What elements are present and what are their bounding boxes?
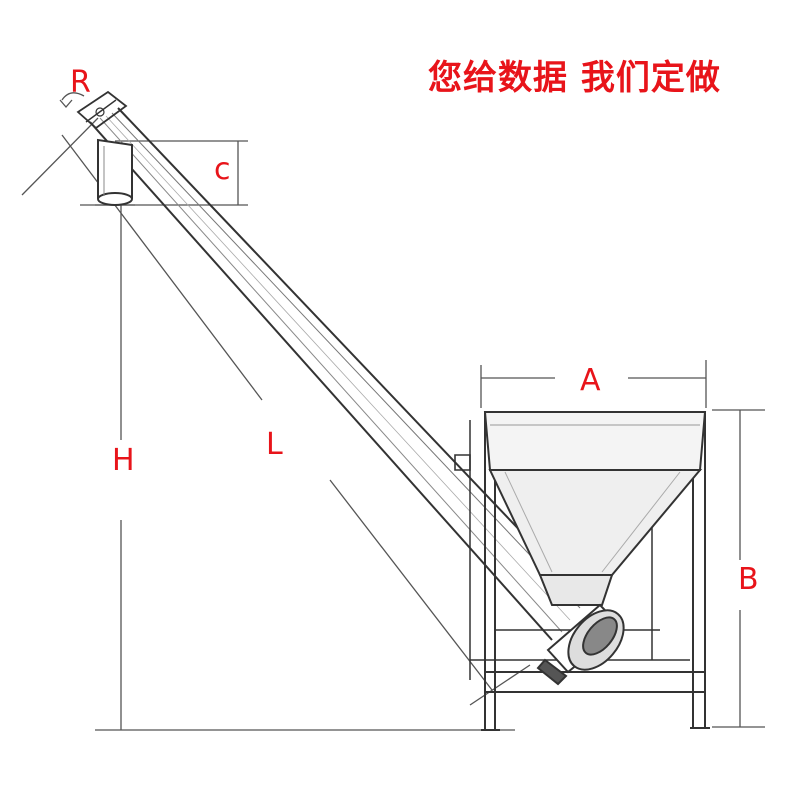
headline-banner: 您给数据 我们定做: [428, 58, 721, 98]
hopper-cone-shade-1: [504, 471, 553, 573]
dim-l-line-bottom: [329, 479, 493, 691]
side-bracket: [454, 454, 471, 471]
conveyor-tube: [76, 90, 589, 641]
dim-l-line-top: [61, 134, 263, 401]
bracket-shape: [454, 454, 471, 471]
tube-shade-2: [99, 117, 563, 633]
hopper-cone: [488, 469, 703, 576]
label-b: B: [738, 562, 759, 597]
drive-motor: [536, 603, 625, 686]
label-c: c: [214, 152, 231, 187]
tube-shade-3: [105, 115, 571, 621]
tube-top-bolt: [95, 107, 105, 117]
discharge-outlet: [97, 138, 133, 206]
motor-end-plate: [582, 616, 618, 656]
motor-base: [536, 658, 568, 686]
label-h: H: [112, 443, 135, 478]
outlet-mouth: [97, 192, 133, 206]
hopper-box: [483, 411, 707, 471]
hopper-throat: [538, 574, 614, 606]
dim-r-arc: [61, 92, 85, 101]
label-a: A: [580, 363, 601, 398]
hopper-cone-shade-2: [601, 471, 681, 573]
tube-wall-upper: [117, 107, 589, 603]
tube-top-flange: [85, 99, 117, 123]
tube-shade-1: [111, 112, 581, 609]
label-l: L: [266, 427, 283, 462]
dim-r-marker: [59, 99, 73, 108]
tube-top-cap: [76, 90, 128, 130]
label-r: R: [70, 65, 91, 100]
hopper: [483, 411, 707, 606]
dim-l-tick-top: [21, 117, 99, 196]
tube-wall-lower: [89, 121, 553, 641]
